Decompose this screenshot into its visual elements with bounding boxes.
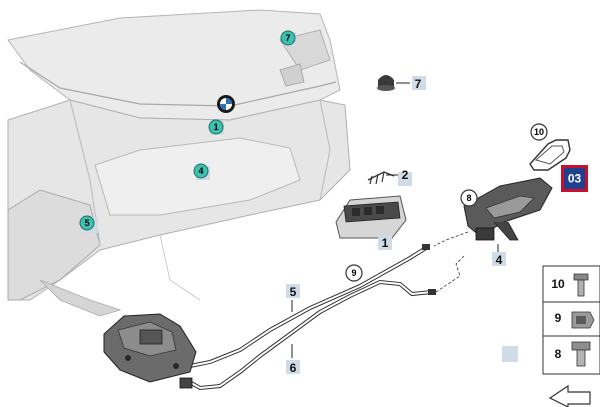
item-callout-8[interactable]: 8: [460, 189, 478, 207]
position-label: 2: [402, 168, 409, 182]
callout-label: 10: [534, 127, 544, 137]
blank-tag: [502, 346, 518, 362]
bmw-emblem-icon: [217, 95, 235, 113]
item-callout-10[interactable]: 10: [530, 123, 548, 141]
part-2-clip-icon: [367, 171, 395, 185]
callout-label: 8: [466, 193, 471, 203]
legend-label: 8: [555, 347, 562, 361]
legend-label: 9: [555, 311, 562, 325]
next-page-arrow-icon[interactable]: [548, 384, 591, 407]
part-10-bracket-icon: [529, 139, 571, 171]
legend-label: 10: [551, 277, 565, 291]
legend-item-8[interactable]: 8: [555, 341, 591, 367]
position-6: 6: [286, 360, 300, 375]
position-label: 6: [290, 361, 297, 375]
clip-icon: [571, 311, 595, 329]
position-label: 1: [382, 236, 389, 250]
position-label: 4: [496, 253, 503, 267]
position-1: 1: [378, 236, 392, 250]
rear-bumper-illustration: [7, 9, 351, 317]
screw-icon: [573, 273, 589, 297]
position-label: 7: [415, 77, 422, 91]
position-2: 2: [398, 168, 412, 186]
reference-tag-03[interactable]: 03: [561, 165, 588, 192]
position-4: 4: [492, 252, 506, 267]
connector-plug-icon: [179, 377, 193, 389]
item-callout-9[interactable]: 9: [345, 264, 363, 282]
bumper-callout-4[interactable]: 4: [193, 163, 210, 180]
bolt-icon: [571, 341, 591, 367]
bumper-callout-1[interactable]: 1: [208, 119, 224, 135]
small-parts-legend: 10 9 8: [542, 265, 600, 407]
part-4-lock-icon: [463, 177, 553, 241]
position-5: 5: [286, 284, 300, 299]
bumper-callout-5[interactable]: 5: [79, 215, 98, 233]
callout-label: 1: [213, 122, 218, 132]
part-7-grommet-icon: [377, 75, 395, 91]
legend-item-10[interactable]: 10: [551, 273, 589, 297]
position-7: 7: [412, 76, 426, 91]
position-label: 5: [290, 285, 297, 299]
part-1-switch-icon: [335, 195, 407, 239]
bowden-cables: [185, 244, 436, 391]
callout-label: 4: [198, 166, 203, 176]
part-actuator-icon: [103, 313, 197, 383]
callout-label: 7: [285, 33, 290, 43]
callout-label: 5: [84, 218, 89, 228]
reference-tag-label: 03: [568, 172, 582, 186]
legend-item-9[interactable]: 9: [555, 311, 595, 329]
callout-label: 9: [351, 268, 356, 278]
bumper-callout-7[interactable]: 7: [280, 30, 296, 46]
